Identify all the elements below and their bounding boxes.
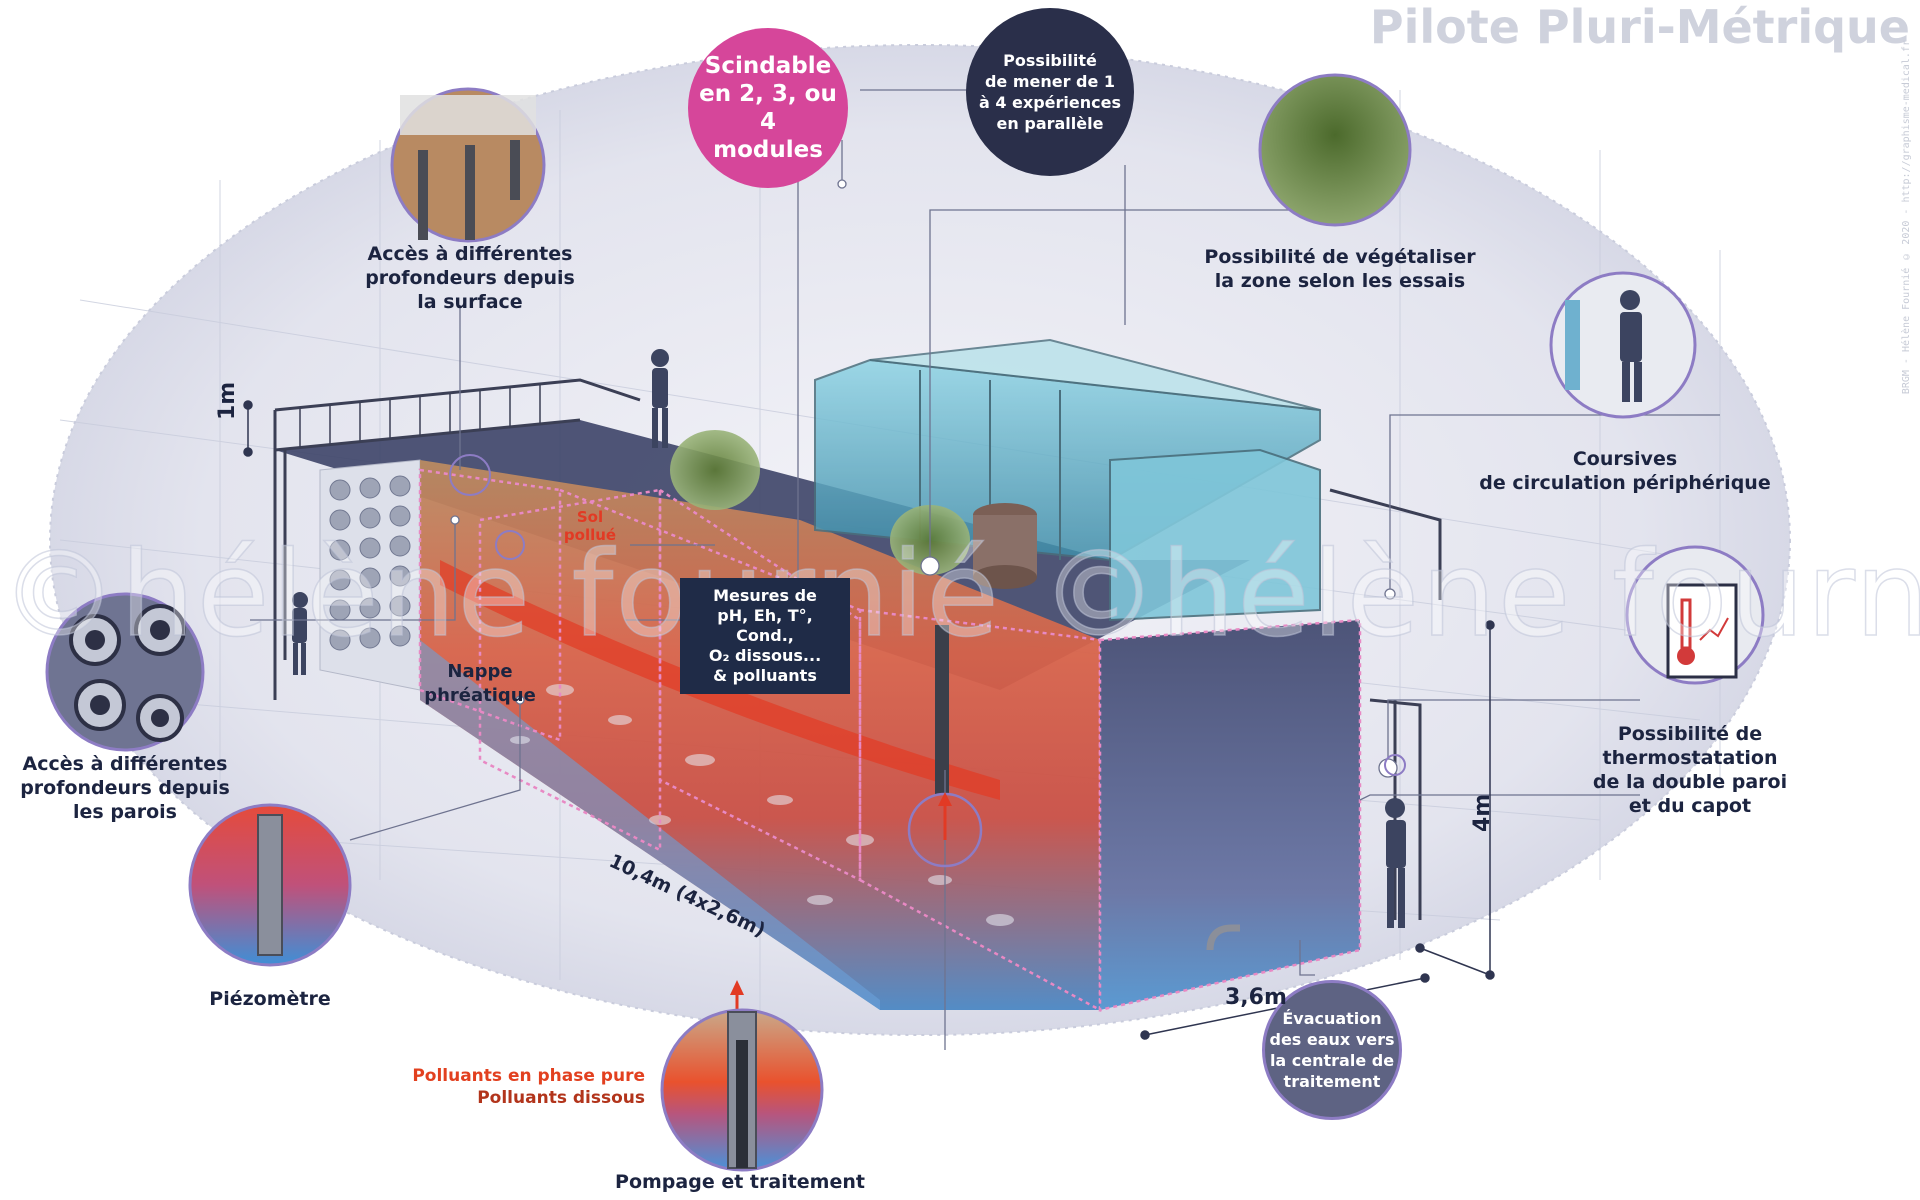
vegetaliser-label: Possibilité de végétaliser la zone selon… <box>1204 246 1476 292</box>
watermark: ©hélène fournié ©hélène fournié <box>0 524 1920 664</box>
piezometre-label: Piézomètre <box>209 988 331 1010</box>
polluants-pure-label: Polluants en phase pure <box>412 1066 645 1086</box>
experiences-bubble: Possibilité de mener de 1 à 4 expérience… <box>966 8 1134 176</box>
dim-height: 4m <box>1470 793 1495 832</box>
page-title: Pilote Pluri-Métrique <box>1369 0 1910 54</box>
coursives-label: Coursives de circulation périphérique <box>1479 448 1771 494</box>
measures-box: Mesures de pH, Eh, T°, Cond., O₂ dissous… <box>680 578 850 694</box>
thermostat-label: Possibilité de thermostatation de la dou… <box>1592 723 1788 817</box>
acces-surface-label: Accès à différentes profondeurs depuis l… <box>365 243 575 313</box>
dim-height-rail: 1m <box>215 381 240 420</box>
nappe-label: Nappe phréatique <box>424 661 536 706</box>
sol-pollue-label: Sol pollué <box>563 508 617 544</box>
acces-parois-label: Accès à différentes profondeurs depuis l… <box>20 753 230 823</box>
polluants-dissous-label: Polluants dissous <box>477 1088 645 1108</box>
evacuation-bubble: Évacuation des eaux vers la centrale de … <box>1262 980 1402 1120</box>
scindable-bubble: Scindable en 2, 3, ou 4 modules <box>688 28 848 188</box>
pompage-label: Pompage et traitement <box>615 1171 865 1193</box>
credit-text: BRGM - Hélène Fournié © 2020 - http://gr… <box>1901 40 1912 395</box>
dim-width: 3,6m <box>1225 985 1287 1010</box>
